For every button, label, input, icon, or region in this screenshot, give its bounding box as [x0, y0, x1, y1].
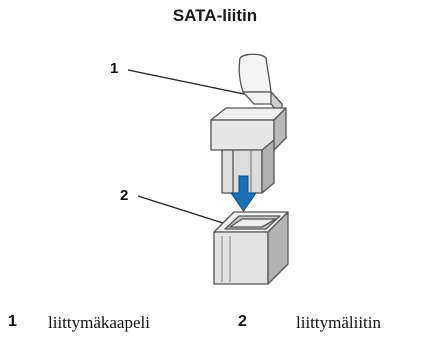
callout-2-number: 2	[120, 187, 129, 204]
legend-item-1-number: 1	[8, 313, 17, 330]
diagram-title: SATA-liitin	[172, 6, 258, 25]
sata-cable	[238, 53, 272, 93]
legend-item-1-label: liittymäkaapeli	[48, 313, 150, 332]
callout-1-leader-line	[127, 69, 245, 95]
legend-item-2-label: liittymäliitin	[296, 313, 381, 332]
drive-interface-connector	[213, 211, 289, 285]
insertion-arrow	[230, 175, 257, 212]
legend-item-2-number: 2	[238, 313, 247, 330]
callout-2-leader-line	[137, 195, 227, 225]
cable-connector-plug	[210, 91, 287, 194]
callout-1-number: 1	[110, 60, 119, 77]
sata-connector-illustration	[127, 53, 289, 285]
